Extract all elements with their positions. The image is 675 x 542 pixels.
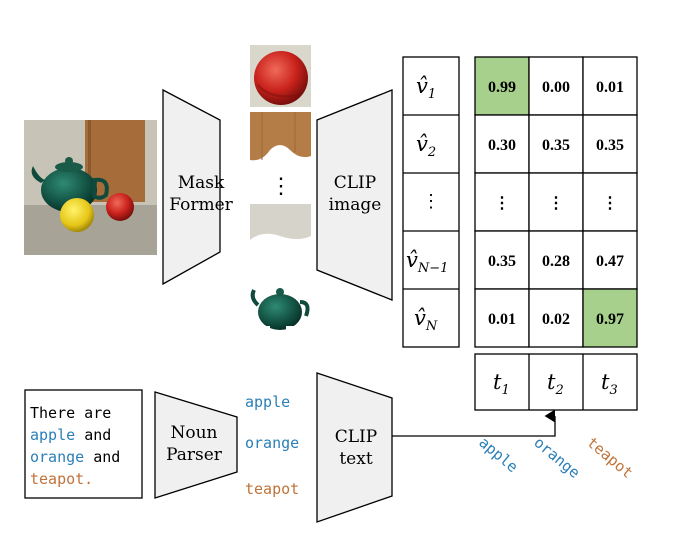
rotated-label-apple: apple — [475, 433, 521, 476]
score-value: 0.01 — [488, 311, 516, 328]
score-cell — [582, 288, 638, 348]
score-cell — [582, 172, 638, 232]
score-value: ⋮ — [602, 195, 618, 212]
mask-vertical-dots: ⋮ — [270, 174, 292, 199]
score-value: 0.35 — [542, 137, 570, 154]
clip-text-label-1: CLIP — [335, 427, 377, 447]
score-cell — [528, 288, 584, 348]
rotated-label-teapot: teapot — [583, 433, 636, 482]
score-value: 0.30 — [488, 137, 516, 154]
score-value: 0.02 — [542, 311, 570, 328]
score-value: 0.47 — [596, 253, 624, 270]
noun-parser-label-2: Parser — [166, 445, 223, 465]
text-token-t3: t3 — [601, 370, 618, 398]
score-cell — [582, 114, 638, 174]
text-token-row — [474, 353, 638, 411]
score-cell — [474, 172, 530, 232]
noun-apple: apple — [245, 393, 290, 411]
score-value: 0.28 — [542, 253, 570, 270]
score-value: 0.97 — [596, 311, 624, 328]
mask-former-label-2: Former — [169, 195, 233, 215]
vector-vn: v̂N — [414, 306, 438, 334]
apple-crop — [250, 45, 311, 107]
noun-parser-label-1: Noun — [170, 423, 217, 443]
noun-parser-block — [154, 391, 238, 499]
score-value: ⋮ — [494, 195, 510, 212]
score-cell — [528, 114, 584, 174]
score-value: 0.35 — [596, 137, 624, 154]
score-value: 0.35 — [488, 253, 516, 270]
score-cell — [528, 172, 584, 232]
teapot-crop — [250, 278, 311, 338]
text-token-t2: t2 — [547, 370, 564, 398]
text-token-t1: t1 — [493, 370, 510, 398]
wood-crop — [250, 112, 311, 168]
noun-teapot: teapot — [245, 480, 299, 498]
clip-image-label-2: image — [329, 195, 382, 215]
score-cell — [474, 288, 530, 348]
clip-image-block — [316, 89, 393, 301]
score-value: 0.01 — [596, 79, 624, 96]
sentence-line-3: orange and — [30, 448, 120, 466]
vector-v1: v̂1 — [416, 74, 436, 102]
scene-photo — [24, 120, 157, 255]
score-cell — [582, 56, 638, 116]
wall-crop — [250, 204, 311, 266]
sentence-box — [24, 389, 143, 499]
sentence-line-2: apple and — [30, 426, 111, 444]
score-value: 0.00 — [542, 79, 570, 96]
score-matrix: 0.99 0.00 0.01 0.30 0.35 0.35 ⋮ ⋮ ⋮ 0.35 0.28 0.47 0… — [474, 56, 638, 348]
clip-text-block — [316, 372, 393, 523]
rotated-label-orange: orange — [530, 433, 583, 482]
noun-orange: orange — [245, 434, 299, 452]
sentence-line-1: There are — [30, 404, 111, 422]
mask-former-block — [162, 88, 221, 286]
vector-column — [402, 56, 460, 348]
sentence-line-4: teapot. — [30, 470, 93, 488]
score-cell — [582, 230, 638, 290]
score-cell — [474, 114, 530, 174]
vector-v2: v̂2 — [416, 132, 436, 160]
vector-dots: ⋮ — [422, 191, 440, 212]
vector-vn-minus-1: v̂N−1 — [406, 248, 448, 276]
score-value: ⋮ — [548, 195, 564, 212]
clip-image-label-1: CLIP — [334, 173, 376, 193]
mask-former-label-1: Mask — [178, 173, 225, 193]
clip-text-label-2: text — [339, 449, 372, 469]
score-value: 0.99 — [488, 79, 516, 96]
clip-text-to-token-arrow — [392, 409, 556, 437]
